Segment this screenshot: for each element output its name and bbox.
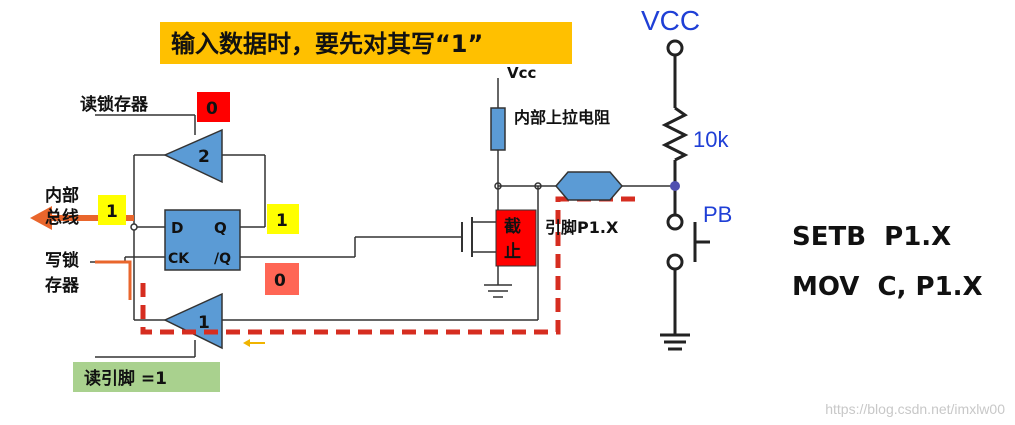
internal-bus-label-1: 内部: [45, 185, 79, 206]
junction-dot: [670, 181, 680, 191]
cutoff-label-1: 截: [504, 216, 521, 237]
watermark: https://blog.csdn.net/imxlw00: [825, 401, 1005, 417]
button-contact-top: [666, 213, 684, 231]
q-value-box: [267, 204, 299, 234]
read-pin-box: [73, 362, 220, 392]
read-latch-buffer: [163, 128, 223, 184]
buffer-2-label: 2: [198, 147, 210, 167]
code-line-1: SETB P1.X: [792, 222, 951, 252]
read-pin-label: 读引脚 =1: [84, 368, 167, 389]
read-latch-label: 读锁存器: [80, 94, 149, 115]
vcc-small-label: Vcc: [507, 64, 536, 82]
node-dot: [130, 223, 138, 231]
read-latch-value-box: [197, 92, 230, 122]
cutoff-box: [495, 209, 537, 267]
vcc-terminal: [666, 39, 684, 57]
read-direction-arrow: [243, 339, 265, 347]
cutoff-label-2: 止: [504, 241, 521, 262]
bus-value-box: [98, 195, 126, 225]
pin-label: 引脚P1.X: [545, 218, 619, 237]
button-contact-bottom: [666, 253, 684, 271]
code-line-2: MOV C, P1.X: [792, 272, 983, 302]
qn-value: 0: [274, 271, 286, 291]
read-pin-buffer: [163, 292, 223, 350]
pullup-resistor: [490, 107, 506, 151]
node-dot: [494, 182, 502, 190]
title-text: 输入数据时，要先对其写“1”: [171, 30, 483, 58]
button-label: PB: [703, 202, 732, 227]
write-latch-label-1: 写锁: [45, 250, 79, 271]
ff-q-label: Q: [214, 219, 227, 237]
ff-ck-label: CK: [168, 251, 190, 267]
qn-value-box: [265, 263, 299, 295]
internal-bus-label-2: 总线: [45, 207, 79, 228]
ff-d-label: D: [171, 219, 183, 237]
d-flipflop: [164, 209, 241, 271]
q-value: 1: [276, 211, 288, 231]
bus-value: 1: [106, 202, 118, 222]
read-latch-value: 0: [206, 99, 218, 119]
pullup-label: 内部上拉电阻: [514, 108, 610, 127]
title-banner: [160, 22, 572, 64]
node-dot: [534, 182, 542, 190]
pin-connector: [555, 171, 623, 201]
write-latch-label-2: 存器: [45, 275, 80, 296]
resistor-label: 10k: [693, 127, 729, 152]
buffer-1-label: 1: [198, 313, 210, 333]
ff-qn-label: /Q: [214, 251, 231, 267]
vcc-big-label: VCC: [641, 5, 700, 36]
